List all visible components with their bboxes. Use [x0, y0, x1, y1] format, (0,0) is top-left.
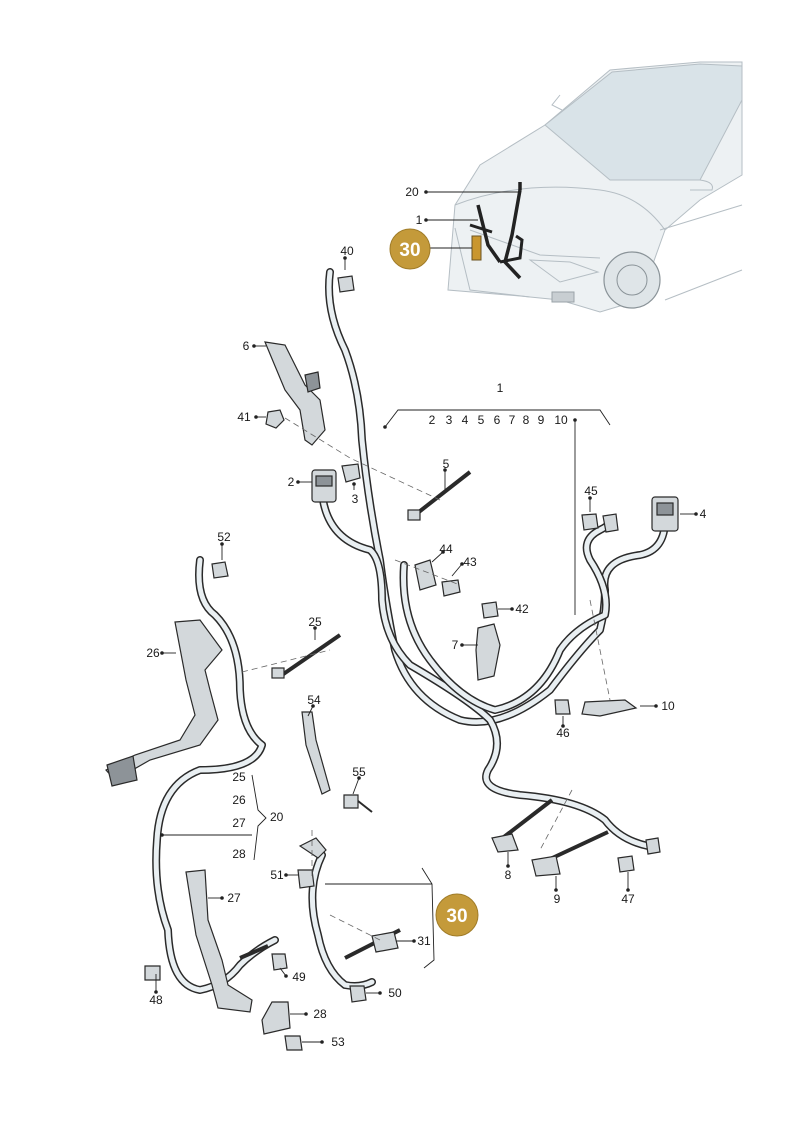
callout-52: 52	[217, 530, 231, 544]
callout-46: 46	[556, 726, 570, 740]
group20-item-28: 28	[232, 847, 246, 861]
callout-43: 43	[463, 555, 477, 569]
callout-42: 42	[515, 602, 529, 616]
group1-item-9: 9	[538, 413, 545, 427]
bracket-end	[602, 513, 619, 533]
bracket-54	[301, 711, 331, 795]
car-harness	[469, 182, 524, 280]
group1-item-8: 8	[523, 413, 530, 427]
bracket-7	[475, 623, 501, 681]
group1-item-3: 3	[446, 413, 453, 427]
group20-item-25: 25	[232, 770, 246, 784]
callout-25: 25	[308, 615, 322, 629]
clip-45	[581, 513, 599, 531]
callout-3: 3	[352, 492, 359, 506]
group1-item-2: 2	[429, 413, 436, 427]
callout-27: 27	[227, 891, 241, 905]
callout-41: 41	[237, 410, 251, 424]
callout-9: 9	[554, 892, 561, 906]
car-illustration	[447, 61, 743, 313]
callout-47: 47	[621, 892, 635, 906]
callout-53: 53	[331, 1035, 345, 1049]
group1-item-6: 6	[494, 413, 501, 427]
tie-5	[407, 470, 472, 521]
callout-8: 8	[505, 868, 512, 882]
callout-45: 45	[584, 484, 598, 498]
callout-badge-lower[interactable]: 30	[435, 893, 479, 937]
bracket-28	[261, 1001, 291, 1035]
callout-4: 4	[700, 507, 707, 521]
clip-51	[297, 869, 315, 889]
group20-item-26: 26	[232, 793, 246, 807]
dash-lines	[241, 417, 611, 941]
screw-55	[343, 794, 373, 813]
nut-50	[349, 985, 367, 1003]
callout-labels: 20 1 40 6 41 2 3 5 45 4 44 43 42 7 52 25…	[146, 185, 706, 1049]
callout-55: 55	[352, 765, 366, 779]
hose-line-b	[319, 496, 652, 850]
hose-line-lower	[308, 851, 376, 990]
nut-42	[481, 601, 499, 619]
group20-item-27: 27	[232, 816, 246, 830]
nut-52	[211, 561, 229, 579]
tie-8	[491, 798, 554, 853]
leader-lines	[155, 191, 696, 1043]
callout-5: 5	[443, 457, 450, 471]
callout-10: 10	[661, 699, 675, 713]
callout-49: 49	[292, 970, 306, 984]
callout-40: 40	[340, 244, 354, 258]
bracket-6	[264, 341, 326, 446]
tie-31	[344, 928, 401, 960]
badge-lower-label: 30	[446, 906, 467, 927]
callout-7: 7	[452, 638, 459, 652]
callout-51: 51	[270, 868, 284, 882]
badge-main-label: 30	[399, 240, 420, 261]
end-fitting	[645, 837, 661, 855]
hose-line-c	[399, 516, 616, 714]
bolt-46	[554, 699, 571, 715]
clip-49	[239, 944, 288, 971]
connector-4	[651, 496, 679, 532]
grommet-44	[414, 559, 437, 591]
clip-3	[341, 463, 361, 483]
callout-20-top: 20	[405, 185, 419, 199]
connector-2	[311, 469, 337, 503]
group20-label: 20	[270, 810, 284, 824]
callout-1-top: 1	[416, 213, 423, 227]
tie-9	[531, 830, 609, 877]
callout-badge-main[interactable]: 30	[389, 228, 431, 270]
bolt-48	[144, 965, 161, 981]
callout-48: 48	[149, 993, 163, 1007]
bolt-47	[617, 855, 635, 873]
tie-25	[271, 633, 342, 679]
group1-item-7: 7	[509, 413, 516, 427]
hose-line-left	[152, 556, 279, 994]
callout-2: 2	[288, 475, 295, 489]
group1-item-10: 10	[554, 413, 568, 427]
callout-28: 28	[313, 1007, 327, 1021]
group1-item-4: 4	[462, 413, 469, 427]
bracket-26	[105, 619, 223, 787]
callout-6: 6	[243, 339, 250, 353]
callout-54: 54	[307, 693, 321, 707]
bracket-10	[581, 699, 638, 717]
callout-26: 26	[146, 646, 160, 660]
bolt-43	[441, 579, 461, 597]
callout-31: 31	[417, 934, 431, 948]
leader-dots	[154, 190, 698, 1044]
group1-item-5: 5	[478, 413, 485, 427]
fitting-40	[337, 275, 355, 293]
callout-44: 44	[439, 542, 453, 556]
nut-41	[265, 409, 285, 429]
bolt-53	[284, 1035, 303, 1051]
bracket-27	[185, 869, 253, 1013]
group1-label: 1	[497, 381, 504, 395]
callout-50: 50	[388, 986, 402, 1000]
